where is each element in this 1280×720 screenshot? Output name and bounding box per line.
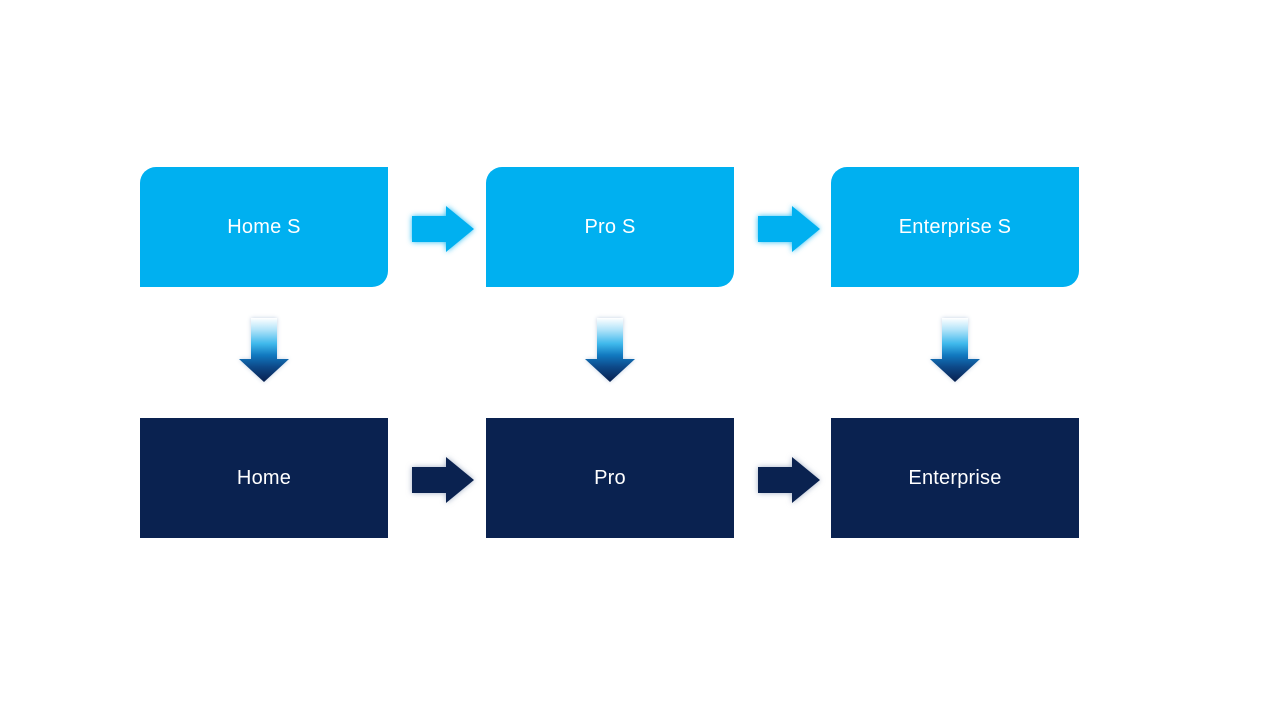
right-arrow-icon	[758, 457, 820, 503]
node-enterprise-s: Enterprise S	[831, 167, 1079, 287]
node-home-s-label: Home S	[227, 215, 301, 238]
node-enterprise: Enterprise	[831, 418, 1079, 538]
node-pro-s: Pro S	[486, 167, 734, 287]
down-arrow-icon	[239, 318, 289, 382]
node-pro-label: Pro	[594, 466, 626, 489]
node-home-s: Home S	[140, 167, 388, 287]
node-pro: Pro	[486, 418, 734, 538]
down-arrow-icon	[930, 318, 980, 382]
right-arrow-icon	[758, 206, 820, 252]
down-arrow-icon	[585, 318, 635, 382]
node-enterprise-s-label: Enterprise S	[898, 215, 1012, 238]
node-home-label: Home	[236, 466, 292, 489]
node-enterprise-label: Enterprise	[908, 466, 1002, 489]
node-home: Home	[140, 418, 388, 538]
right-arrow-icon	[412, 457, 474, 503]
node-pro-s-label: Pro S	[584, 215, 636, 238]
right-arrow-icon	[412, 206, 474, 252]
